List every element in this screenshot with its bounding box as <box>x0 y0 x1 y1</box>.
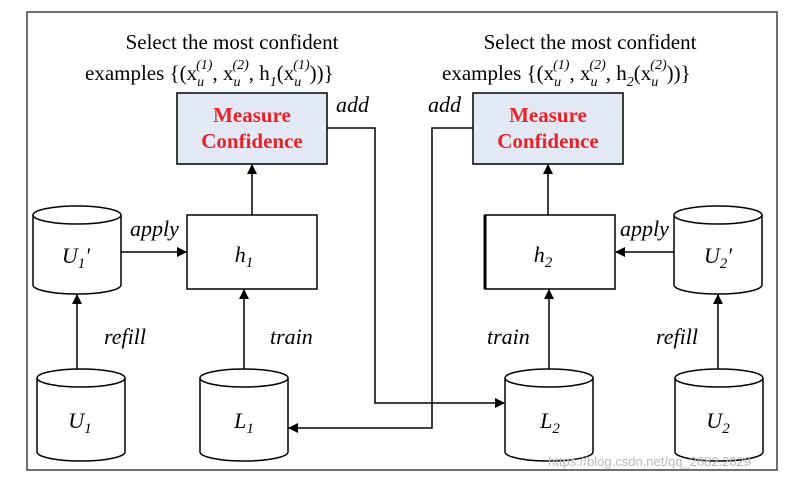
cylinder-u2-prime: U2′ <box>673 205 763 295</box>
right-measure-confidence-box: Measure Confidence <box>472 92 624 165</box>
svg-text:L1: L1 <box>233 408 254 437</box>
arrow-measure-left-to-l2 <box>327 127 505 408</box>
watermark: https://blog.csdn.net/qq_2882.2029 <box>548 454 751 469</box>
label-train-right: train <box>487 324 530 349</box>
arrow-measure-right-to-l1 <box>288 127 473 433</box>
svg-text:U2′: U2′ <box>704 243 733 272</box>
svg-text:h2: h2 <box>534 242 553 271</box>
right-caption-line2: examples {(xu(1), xu(2), h2(xu(2)))} <box>442 58 691 90</box>
label-add-left: add <box>336 92 370 117</box>
classifier-h1-box: h1 <box>186 214 318 290</box>
right-measure-label: Measure <box>509 103 587 127</box>
classifier-h2-box: h2 <box>483 214 616 290</box>
cylinder-u2: U2 <box>674 368 764 462</box>
svg-text:h1: h1 <box>235 242 254 271</box>
label-add-right: add <box>428 92 462 117</box>
label-train-left: train <box>270 324 313 349</box>
svg-text:U2: U2 <box>706 408 730 437</box>
left-caption-line1: Select the most confident <box>126 30 339 54</box>
label-refill-right: refill <box>656 324 698 349</box>
left-confidence-label: Confidence <box>201 129 303 153</box>
svg-text:U1: U1 <box>68 408 91 437</box>
left-measure-confidence-box: Measure Confidence <box>176 92 328 165</box>
left-measure-label: Measure <box>213 103 291 127</box>
label-refill-left: refill <box>104 324 146 349</box>
left-caption-line2: examples {(xu(1), xu(2), h1(xu(1)))} <box>85 58 334 90</box>
cylinder-l1: L1 <box>199 368 289 462</box>
svg-text:U1′: U1′ <box>62 243 91 272</box>
diagram-frame <box>26 11 778 471</box>
cylinder-u1-prime: U1′ <box>32 205 122 295</box>
label-apply-left: apply <box>130 216 179 241</box>
right-confidence-label: Confidence <box>497 129 599 153</box>
label-apply-right: apply <box>620 216 669 241</box>
svg-text:L2: L2 <box>539 408 560 437</box>
cylinder-u1: U1 <box>36 368 126 462</box>
cylinder-l2: L2 <box>504 368 594 462</box>
right-caption-line1: Select the most confident <box>484 30 697 54</box>
